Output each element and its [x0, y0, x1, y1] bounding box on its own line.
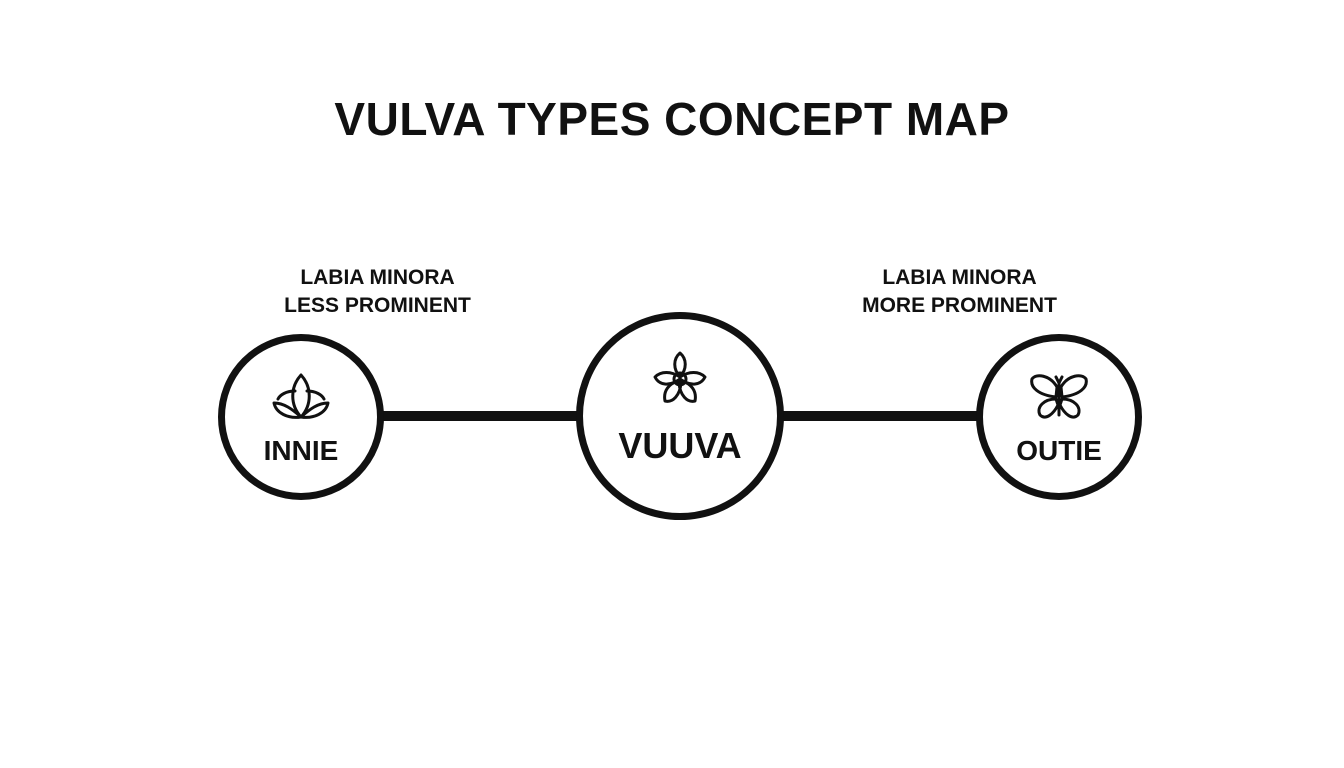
outie-caption-line1: LABIA MINORA [882, 266, 1037, 289]
connector-left [378, 411, 582, 421]
outie-node: OUTIE [976, 334, 1142, 500]
flower-icon [653, 351, 707, 403]
butterfly-icon [1030, 374, 1088, 419]
innie-caption-line2: LESS PROMINENT [284, 294, 471, 317]
outie-caption-line2: MORE PROMINENT [862, 294, 1057, 317]
lotus-icon [272, 373, 330, 419]
innie-caption-line1: LABIA MINORA [300, 266, 455, 289]
outie-label: OUTIE [1016, 435, 1102, 466]
vulva-node: VUUVA [576, 312, 784, 520]
vulva-label: VUUVA [618, 425, 742, 466]
innie-caption: LABIA MINORA LESS PROMINENT [250, 264, 505, 320]
connector-right [778, 411, 982, 421]
outie-caption: LABIA MINORA MORE PROMINENT [832, 264, 1087, 320]
innie-node: INNIE [218, 334, 384, 500]
page-title: VULVA TYPES CONCEPT MAP [334, 93, 1010, 145]
innie-label: INNIE [263, 435, 339, 466]
